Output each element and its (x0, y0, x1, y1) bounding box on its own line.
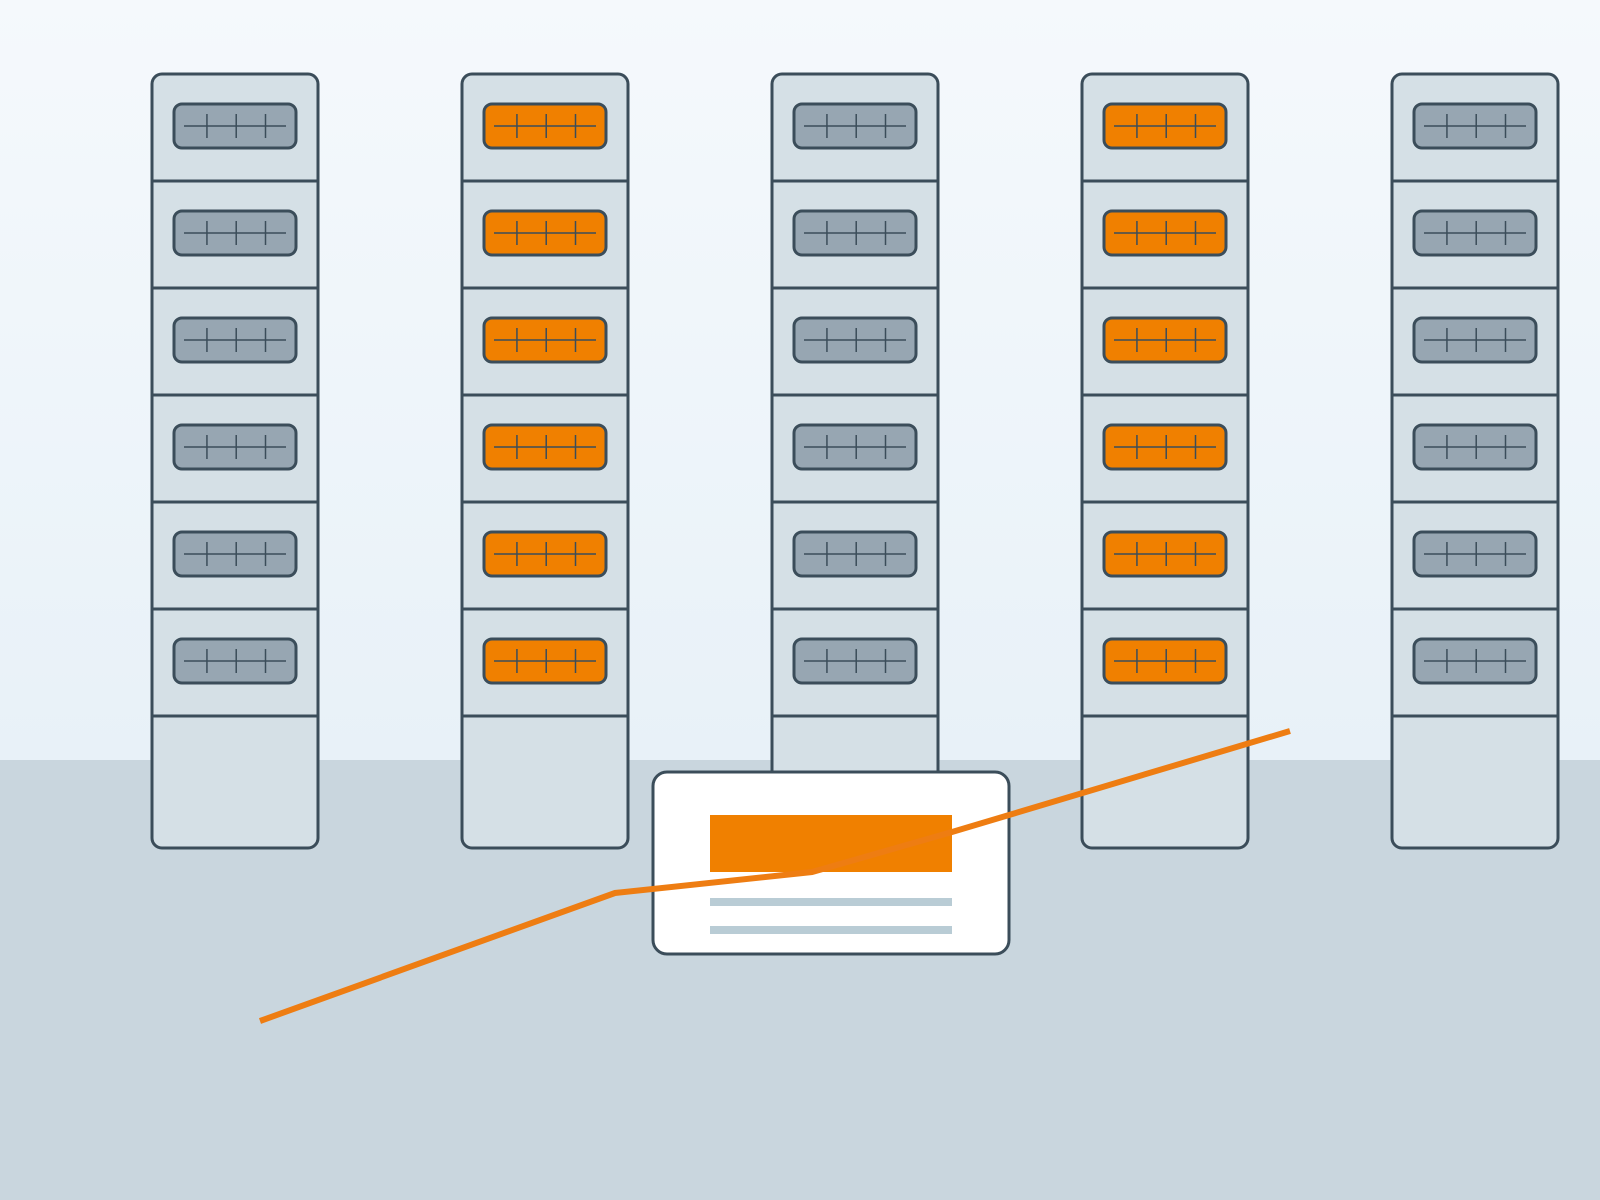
drive-slot-icon (1102, 530, 1228, 578)
drive-slot-icon (792, 423, 918, 471)
drive-slot-icon (1412, 530, 1538, 578)
server-rack-5 (1390, 72, 1560, 850)
drive-slot-icon (172, 209, 298, 257)
drive-slot-icon (172, 102, 298, 150)
drive-slot-icon (1102, 637, 1228, 685)
drive-slot-icon (482, 530, 608, 578)
drive-slot-icon (482, 209, 608, 257)
card-text-line-icon (710, 898, 952, 906)
drive-slot-icon (172, 316, 298, 364)
drive-slot-icon (482, 102, 608, 150)
info-card (651, 770, 1011, 956)
drive-slot-icon (792, 316, 918, 364)
drive-slot-icon (1412, 209, 1538, 257)
server-rack-1 (150, 72, 320, 850)
drive-slot-icon (1412, 102, 1538, 150)
drive-slot-icon (792, 209, 918, 257)
card-text-line-icon (710, 926, 952, 934)
drive-slot-icon (172, 423, 298, 471)
drive-slot-icon (482, 316, 608, 364)
trend-line-icon (258, 728, 1291, 1024)
drive-slot-icon (172, 530, 298, 578)
drive-slot-icon (792, 637, 918, 685)
drive-slot-icon (1102, 316, 1228, 364)
drive-slot-icon (482, 423, 608, 471)
drive-slot-icon (1102, 209, 1228, 257)
drive-slot-icon (1412, 423, 1538, 471)
drive-slot-icon (792, 102, 918, 150)
rack-row (150, 72, 1560, 850)
drive-slot-icon (1412, 637, 1538, 685)
server-rack-2 (460, 72, 630, 850)
server-rack-4 (1080, 72, 1250, 850)
drive-slot-icon (1102, 423, 1228, 471)
drive-slot-icon (172, 637, 298, 685)
drive-slot-icon (1412, 316, 1538, 364)
drive-slot-icon (1102, 102, 1228, 150)
drive-slot-icon (482, 637, 608, 685)
drive-slot-icon (792, 530, 918, 578)
server-rack-3 (770, 72, 940, 850)
